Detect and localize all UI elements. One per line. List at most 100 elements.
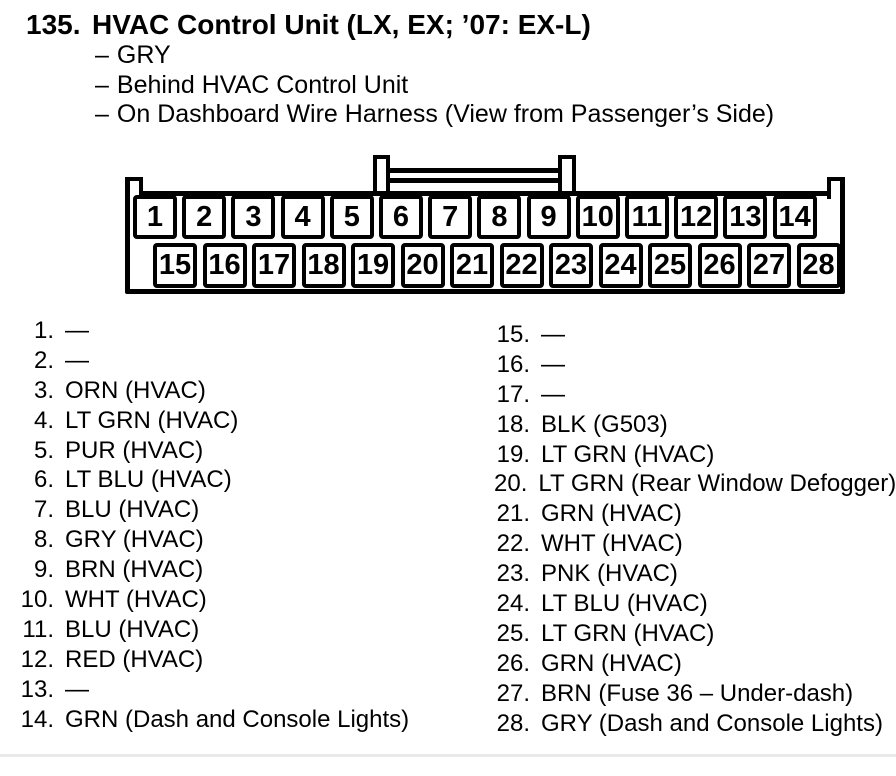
pin-cell: 5 xyxy=(329,195,374,239)
pin-number: 11. xyxy=(22,615,54,643)
pin-cell: 2 xyxy=(182,195,227,239)
pin-label: GRY (Dash and Console Lights) xyxy=(541,709,883,737)
pin-cell: 21 xyxy=(450,243,494,288)
pin-cell: 24 xyxy=(598,243,643,288)
pin-number: 28. xyxy=(496,709,530,737)
pin-row: 11.BLU (HVAC) xyxy=(14,615,460,645)
page-title: HVAC Control Unit (LX, EX; ’07: EX-L) xyxy=(92,9,591,40)
pin-label: ORN (HVAC) xyxy=(65,376,206,404)
pin-cell: 7 xyxy=(428,195,473,239)
connector-lock-post-right xyxy=(558,155,576,196)
pin-cell: 9 xyxy=(526,195,571,239)
pin-number: 10. xyxy=(20,585,54,613)
pin-number: 18. xyxy=(496,410,530,438)
pin-row: 9. BRN (HVAC) xyxy=(14,555,460,585)
pin-cell: 19 xyxy=(351,243,395,288)
scan-artifact-line xyxy=(0,754,896,757)
pin-cell: 16 xyxy=(202,243,247,288)
pin-row: 20.LT GRN (Rear Window Defogger) xyxy=(494,469,896,499)
pin-cell: 1 xyxy=(133,195,177,239)
pin-label: WHT (HVAC) xyxy=(65,585,207,613)
note-item: –GRY xyxy=(95,41,774,70)
pin-number: 1. xyxy=(33,316,54,344)
note-text: GRY xyxy=(116,41,171,70)
pin-number: 4. xyxy=(33,406,54,434)
pin-label: — xyxy=(541,380,565,408)
pin-number: 20. xyxy=(494,470,528,498)
connector-notes: –GRY–Behind HVAC Control Unit–On Dashboa… xyxy=(95,41,774,129)
pin-number: 6. xyxy=(33,466,54,494)
pin-label: — xyxy=(65,316,89,344)
note-item: –Behind HVAC Control Unit xyxy=(95,70,774,99)
pin-row: 17. — xyxy=(494,380,894,410)
pin-cell: 15 xyxy=(153,243,197,288)
pin-number: 23. xyxy=(496,560,530,588)
pin-cell: 17 xyxy=(252,243,296,288)
pin-number: 13. xyxy=(20,675,54,703)
pin-cell: 8 xyxy=(477,195,522,239)
pin-number: 9. xyxy=(33,556,54,584)
note-dash: – xyxy=(95,41,109,70)
pin-number: 22. xyxy=(496,530,530,558)
pin-label: LT BLU (HVAC) xyxy=(541,589,708,617)
pin-row: 23. PNK (HVAC) xyxy=(494,559,894,589)
pin-number: 7. xyxy=(33,496,54,524)
note-text: Behind HVAC Control Unit xyxy=(116,70,409,99)
pin-number: 27. xyxy=(496,679,530,707)
pin-row: 3.ORN (HVAC) xyxy=(14,376,460,406)
note-text: On Dashboard Wire Harness (View from Pas… xyxy=(116,99,775,128)
pin-label: PUR (HVAC) xyxy=(65,436,204,464)
pin-number: 24. xyxy=(496,589,530,617)
pin-number: 15. xyxy=(496,320,530,348)
pin-label: PNK (HVAC) xyxy=(541,560,678,588)
pin-cell: 14 xyxy=(772,195,817,239)
pin-number: 17. xyxy=(496,380,530,408)
pin-number: 26. xyxy=(496,649,530,677)
pin-row: 25. LT GRN (HVAC) xyxy=(494,619,894,649)
pin-number: 25. xyxy=(496,619,530,647)
pin-cell: 11 xyxy=(625,195,669,239)
pin-cell: 18 xyxy=(301,243,346,288)
pin-row: 27.BRN (Fuse 36 – Under-dash) xyxy=(494,679,894,709)
pin-row: 18. BLK (G503) xyxy=(494,410,894,440)
pin-number: 14. xyxy=(20,705,54,733)
pin-label: GRN (HVAC) xyxy=(541,500,682,528)
pin-row: 24. LT BLU (HVAC) xyxy=(494,589,894,619)
pin-cell: 6 xyxy=(379,195,423,239)
pin-row: 12.RED (HVAC) xyxy=(14,645,460,675)
pin-row: 13.— xyxy=(14,675,460,705)
pin-cell: 27 xyxy=(747,243,791,288)
pin-row: 7.BLU (HVAC) xyxy=(14,495,460,525)
pin-cell: 3 xyxy=(231,195,276,239)
pin-label: BRN (HVAC) xyxy=(65,556,204,584)
pin-cell: 10 xyxy=(575,195,620,239)
pin-label: WHT (HVAC) xyxy=(541,530,683,558)
pin-label: LT GRN (HVAC) xyxy=(541,619,715,647)
pin-label: — xyxy=(541,320,565,348)
pin-row: 1. — xyxy=(14,316,460,346)
pin-row: 6. LT BLU (HVAC) xyxy=(14,465,460,495)
pin-row: 8.GRY (HVAC) xyxy=(14,525,460,555)
pin-label: LT BLU (HVAC) xyxy=(65,466,232,494)
pin-number: 2. xyxy=(33,346,54,374)
connector-lock-bar xyxy=(388,168,560,183)
connector-notch-left xyxy=(125,177,143,199)
pin-cell: 13 xyxy=(723,195,768,239)
pin-cell: 12 xyxy=(674,195,719,239)
pin-cell: 26 xyxy=(697,243,742,288)
pin-cell: 4 xyxy=(280,195,325,239)
pin-row: 28. GRY (Dash and Console Lights) xyxy=(494,709,894,739)
pin-label: — xyxy=(65,346,89,374)
pin-number: 21. xyxy=(496,500,530,528)
note-dash: – xyxy=(95,99,109,128)
pin-row: 15. — xyxy=(494,320,894,350)
pin-row: 14.GRN (Dash and Console Lights) xyxy=(14,705,460,735)
pin-label: GRY (HVAC) xyxy=(65,526,204,554)
pin-cell: 23 xyxy=(549,243,593,288)
pin-row: 16.— xyxy=(494,350,894,380)
pin-label: — xyxy=(541,350,565,378)
pin-label: BLK (G503) xyxy=(541,410,668,438)
page-heading: 135.HVAC Control Unit (LX, EX; ’07: EX-L… xyxy=(26,9,591,41)
